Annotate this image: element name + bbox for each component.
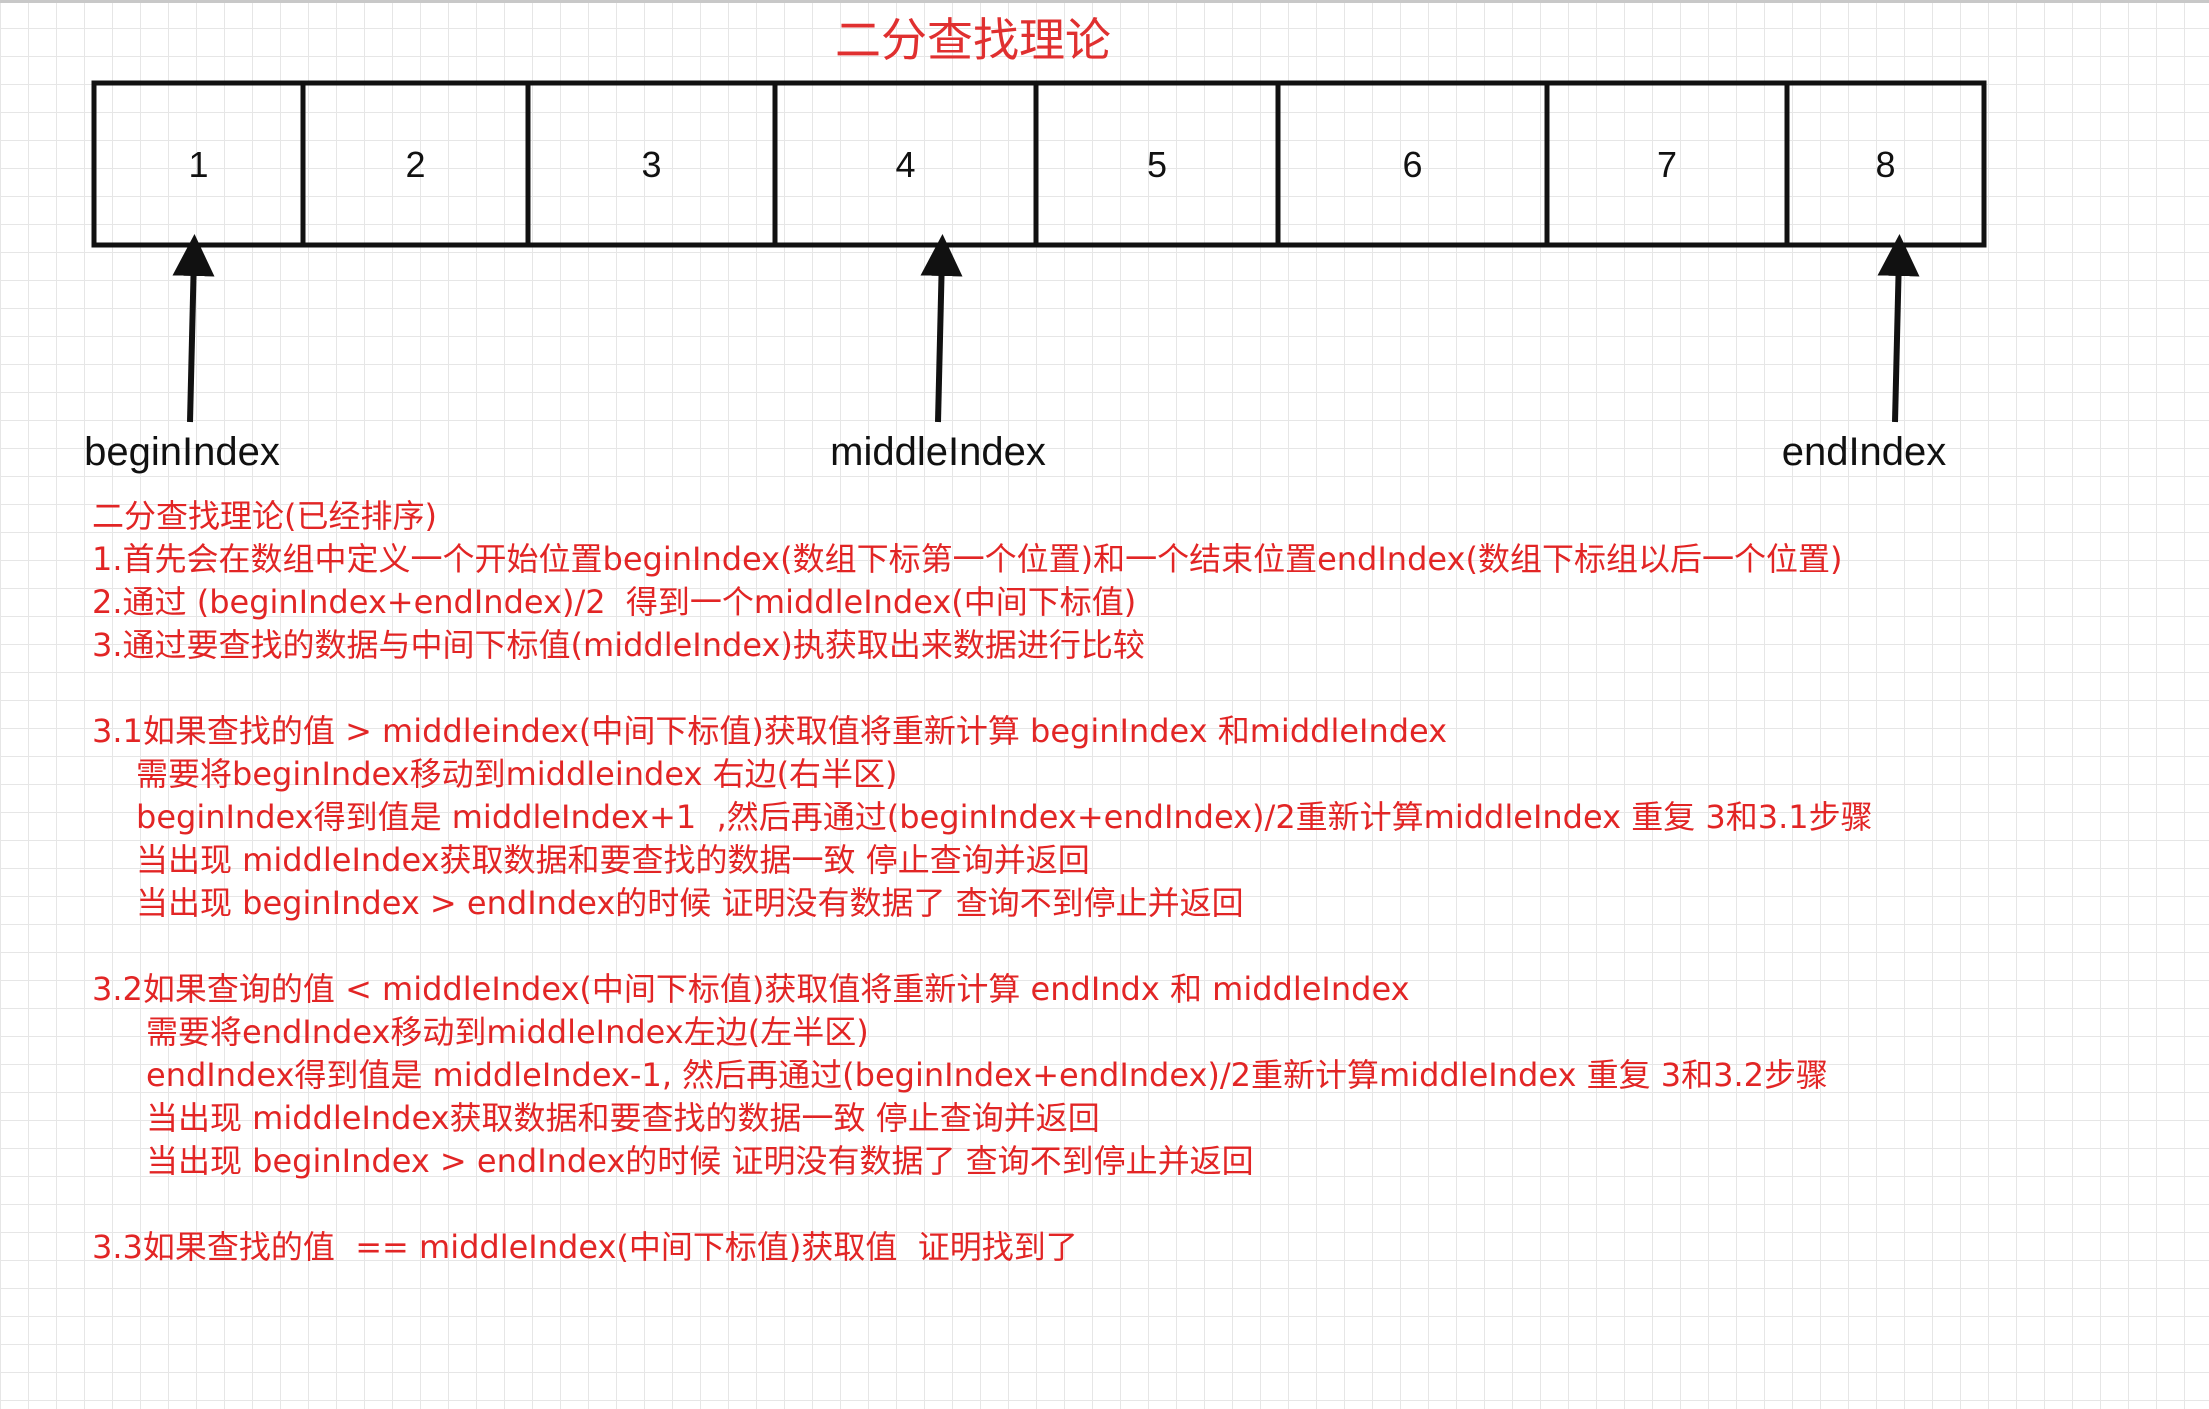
endIndex-arrow bbox=[1877, 234, 1920, 423]
note-line: 3.通过要查找的数据与中间下标值(middleIndex)执获取出来数据进行比较 bbox=[92, 626, 1145, 664]
note-line: 二分查找理论(已经排序) bbox=[92, 497, 437, 535]
endIndex-label: endIndex bbox=[1782, 430, 1947, 474]
note-line: 需要将beginIndex移动到middleindex 右边(右半区) bbox=[136, 755, 898, 793]
note-line: 1.首先会在数组中定义一个开始位置beginIndex(数组下标第一个位置)和一… bbox=[92, 540, 1843, 578]
note-line: beginIndex得到值是 middleIndex+1 ,然后再通过(begi… bbox=[136, 798, 1873, 836]
array-diagram: 1 2 3 4 5 6 7 8 beginIndex middleIndex endIndex bbox=[84, 80, 1987, 474]
beginIndex-arrow bbox=[172, 234, 215, 423]
note-blank-line bbox=[92, 1183, 2122, 1226]
note-line: 当出现 beginIndex > endIndex的时候 证明没有数据了 查询不… bbox=[146, 1142, 1254, 1180]
note-line: 3.3如果查找的值 == middleIndex(中间下标值)获取值 证明找到了 bbox=[92, 1228, 1078, 1266]
note-line: 需要将endIndex移动到middleIndex左边(左半区) bbox=[146, 1013, 869, 1051]
array-cell-value: 8 bbox=[1875, 144, 1895, 185]
note-blank-line bbox=[92, 925, 2122, 968]
note-line: 当出现 middleIndex获取数据和要查找的数据一致 停止查询并返回 bbox=[146, 1099, 1100, 1137]
note-line: 3.1如果查找的值 > middleindex(中间下标值)获取值将重新计算 b… bbox=[92, 712, 1448, 750]
array-cell-value: 7 bbox=[1657, 144, 1677, 185]
top-border bbox=[0, 0, 2209, 3]
beginIndex-label: beginIndex bbox=[84, 430, 280, 474]
diagram-title: 二分查找理论 bbox=[835, 13, 1111, 67]
note-line: endIndex得到值是 middleIndex-1, 然后再通过(beginI… bbox=[146, 1056, 1828, 1094]
index-pointers: beginIndex middleIndex endIndex bbox=[84, 234, 1947, 474]
middleIndex-arrow bbox=[920, 234, 963, 423]
note-line: 3.2如果查询的值 < middleIndex(中间下标值)获取值将重新计算 e… bbox=[92, 970, 1410, 1008]
note-line: 当出现 middleIndex获取数据和要查找的数据一致 停止查询并返回 bbox=[136, 841, 1090, 879]
middleIndex-label: middleIndex bbox=[830, 430, 1046, 474]
explanation-notes: 二分查找理论(已经排序) 1.首先会在数组中定义一个开始位置beginIndex(… bbox=[92, 495, 2122, 1269]
array-cell-value: 1 bbox=[188, 144, 208, 185]
array-cell-value: 4 bbox=[895, 144, 915, 185]
note-line: 2.通过 (beginIndex+endIndex)/2 得到一个middleI… bbox=[92, 583, 1137, 621]
array-cell-value: 3 bbox=[641, 144, 661, 185]
array-cells: 1 2 3 4 5 6 7 8 bbox=[91, 80, 1987, 248]
array-cell-value: 2 bbox=[405, 144, 425, 185]
note-line: 当出现 beginIndex > endIndex的时候 证明没有数据了 查询不… bbox=[136, 884, 1244, 922]
array-cell-value: 5 bbox=[1147, 144, 1167, 185]
array-cell-value: 6 bbox=[1402, 144, 1422, 185]
note-blank-line bbox=[92, 667, 2122, 710]
